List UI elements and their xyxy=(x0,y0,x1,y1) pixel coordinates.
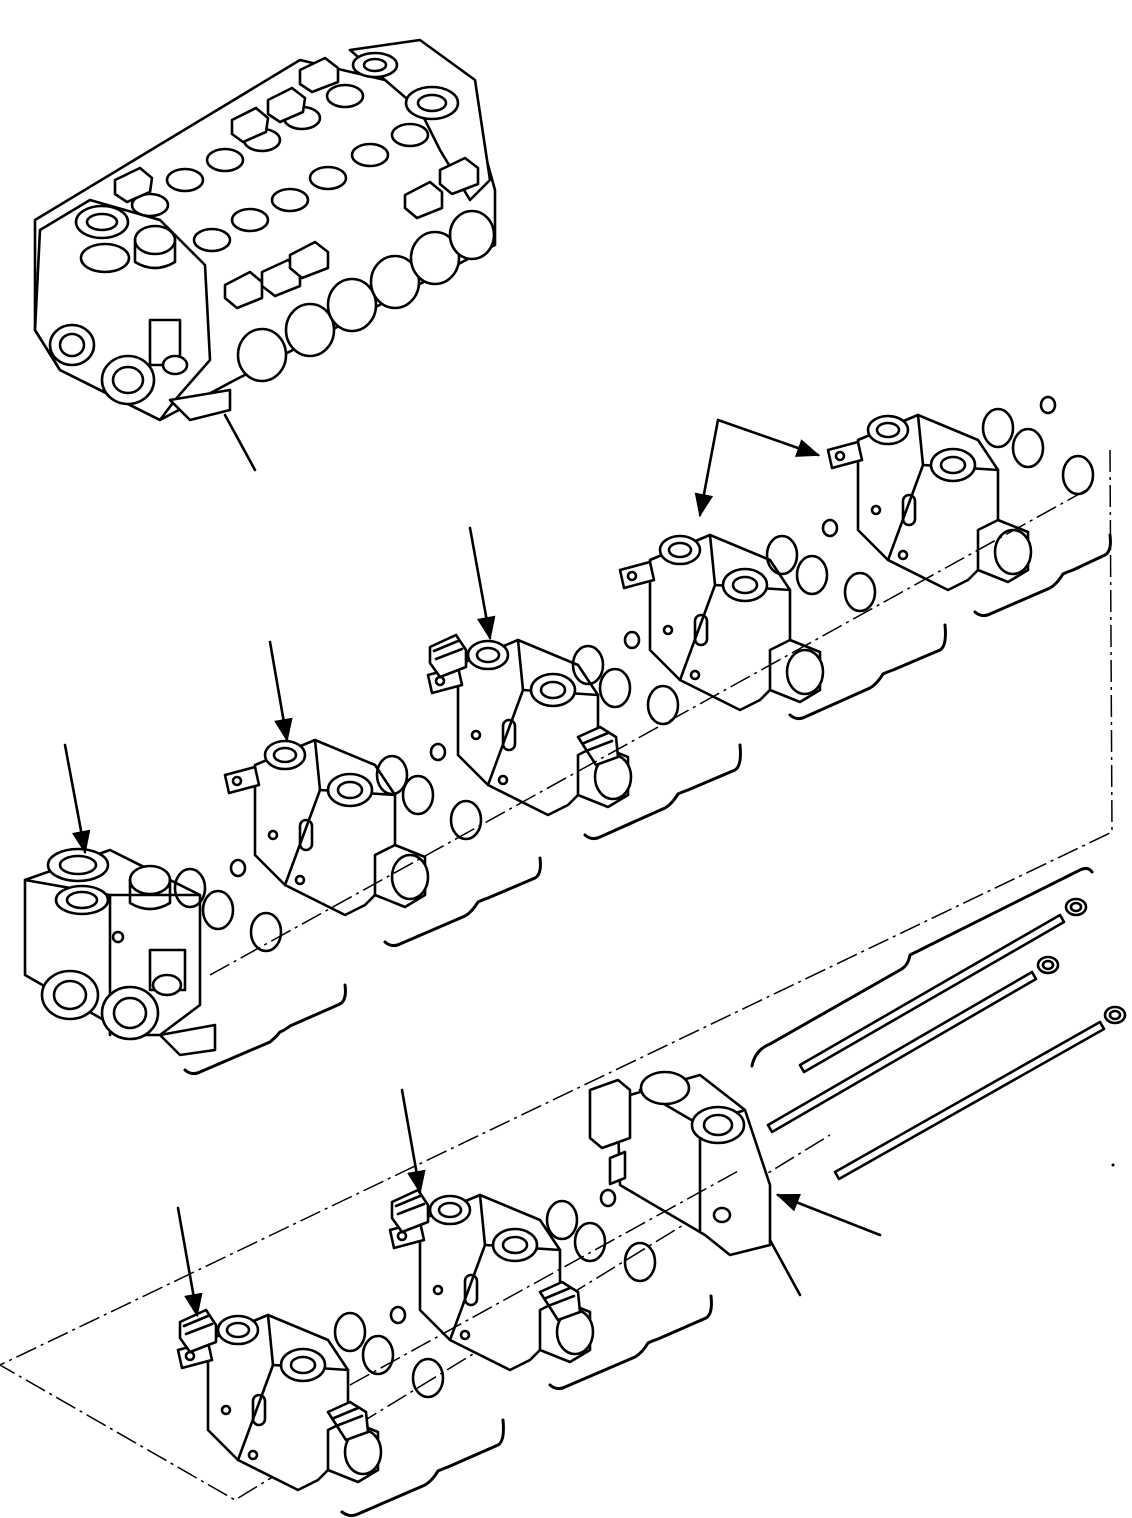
spool-section-3 xyxy=(618,533,825,712)
outlet-leader-line xyxy=(768,1238,802,1297)
assembled-control-valve xyxy=(33,38,497,422)
outlet-end-block xyxy=(588,1070,772,1257)
arrow-section-4 xyxy=(716,418,821,457)
tie-rods xyxy=(766,897,1127,1181)
spool-section-6 xyxy=(390,1190,593,1370)
spool-section-5 xyxy=(178,1310,381,1490)
spool-section-4 xyxy=(826,413,1033,592)
arrow-section-6 xyxy=(400,1088,426,1195)
o-ring-set-5 xyxy=(981,395,1095,496)
arrow-section-2 xyxy=(468,526,496,641)
arrow-outlet-block xyxy=(775,1193,882,1237)
arrow-section-3 xyxy=(694,418,720,518)
assembly-axis-line-2 xyxy=(349,1169,741,1386)
o-ring-set-7 xyxy=(545,1188,657,1283)
stray-dot xyxy=(1111,1163,1115,1167)
spool-section-1 xyxy=(223,738,430,917)
assembly-axis-line-1 xyxy=(209,487,1091,976)
assembly-envelope-line xyxy=(0,449,1113,1501)
arrow-inlet-block xyxy=(63,743,91,855)
assembly-leader-line xyxy=(223,413,257,472)
section-braces-row-1 xyxy=(183,533,1112,1076)
spool-section-2 xyxy=(428,635,631,815)
section-braces-row-2 xyxy=(340,1294,713,1518)
arrow-section-5 xyxy=(176,1206,203,1318)
inlet-end-block xyxy=(23,847,217,1057)
tie-rods-brace xyxy=(750,866,1094,1068)
arrow-section-1 xyxy=(268,640,293,743)
